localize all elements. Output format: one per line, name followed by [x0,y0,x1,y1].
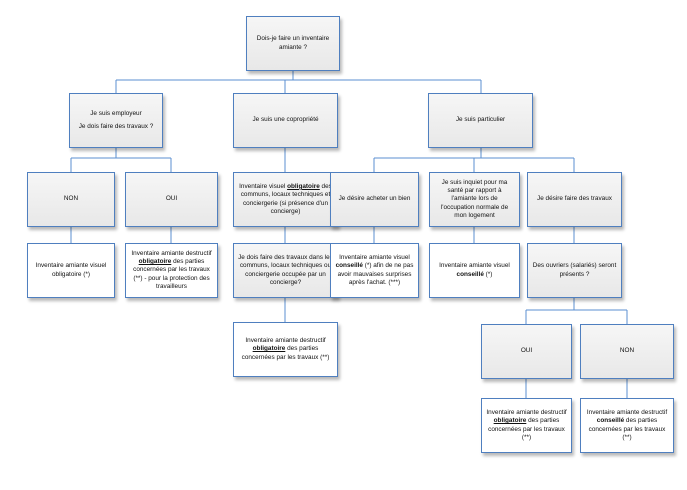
particulier-text: Je suis particulier [455,116,506,124]
employeur-non-result-box: Inventaire amiante visuel obligatoire (*… [27,243,115,298]
particulier-box: Je suis particulier [428,93,533,148]
copro-result-box: Inventaire amiante destructif obligatoir… [233,322,338,377]
copro-result-em: obligatoire [252,345,286,353]
ouvriers-oui-box: OUI [481,324,572,379]
achat-text: Je désire acheter un bien [338,195,411,203]
employeur-non-box: NON [27,172,115,227]
achat-result-em: conseillé [335,262,363,270]
ouvriers-non-result-em: conseillé [596,417,625,425]
copro-text: Je suis une copropriété [252,116,319,124]
copro-result-post: des parties concernées par les travaux (… [241,345,330,361]
ouvriers-oui-result-em: obligatoire [493,417,527,425]
ouvriers-oui-result-pre: Inventaire amiante destructif [486,408,567,416]
achat-result-post: (*) afin de ne pas avoir mauvaises surpr… [337,262,414,286]
travaux-text: Je désire faire des travaux [537,195,612,203]
copro-question-box: Je dois faire des travaux dans les commu… [233,243,338,298]
ouvriers-non-result-pre: Inventaire amiante destructif [586,408,668,416]
sante-result-em: conseillé [456,270,484,278]
employeur-non-result-text: Inventaire amiante visuel obligatoire (*… [35,262,107,278]
ouvriers-text: Des ouvriers (salariés) seront présents … [532,262,617,278]
employeur-oui-box: OUI [125,172,218,227]
employeur-box: Je suis employeur Je dois faire des trav… [69,93,163,148]
root-question-text: Dois-je faire un inventaire amiante ? [256,35,330,51]
copro-result-pre: Inventaire amiante destructif [245,337,326,344]
copro-question-text: Je dois faire des travaux dans les commu… [238,253,333,286]
sante-result-pre: Inventaire amiante visuel [439,262,510,270]
employeur-oui-result-post: des parties concernées par les travaux (… [133,258,210,290]
ouvriers-non-result-post: des parties concernées par les travaux (… [588,417,666,441]
sante-box: Je suis inquiet pour ma santé par rappor… [429,172,520,227]
sante-text: Je suis inquiet pour ma santé par rappor… [440,178,509,219]
copro-visuel-pre: Inventaire visuel [239,182,288,190]
ouvriers-non-text: NON [619,347,635,355]
employeur-oui-result-pre: Inventaire amiante destructif [131,249,212,257]
ouvriers-box: Des ouvriers (salariés) seront présents … [527,243,622,298]
copro-visuel-post: des communs, locaux techniques et concie… [240,182,332,215]
ouvriers-oui-text: OUI [520,347,533,355]
sante-result-box: Inventaire amiante visuel conseillé (*) [429,243,520,298]
copro-visuel-em: obligatoire [287,182,320,190]
employeur-non-text: NON [63,195,79,203]
ouvriers-oui-result-box: Inventaire amiante destructif obligatoir… [481,398,572,453]
achat-result-pre: Inventaire amiante visuel [339,253,410,261]
copro-visuel-box: Inventaire visuel obligatoire des commun… [233,172,338,227]
achat-box: Je désire acheter un bien [330,172,419,227]
copro-box: Je suis une copropriété [233,93,338,148]
employeur-line2: Je dois faire des travaux ? [78,122,154,130]
employeur-oui-result-box: Inventaire amiante destructif obligatoir… [125,243,218,298]
travaux-box: Je désire faire des travaux [527,172,622,227]
achat-result-box: Inventaire amiante visuel conseillé (*) … [330,243,419,298]
root-question-box: Dois-je faire un inventaire amiante ? [246,16,340,71]
ouvriers-oui-result-post: des parties concernées par les travaux (… [488,417,565,441]
sante-result-post: (*) [483,270,493,278]
employeur-oui-text: OUI [165,195,178,203]
employeur-line1: Je suis employeur [90,110,142,118]
employeur-oui-result-em: obligatoire [138,258,172,265]
ouvriers-non-box: NON [580,324,674,379]
ouvriers-non-result-box: Inventaire amiante destructif conseillé … [580,398,674,453]
